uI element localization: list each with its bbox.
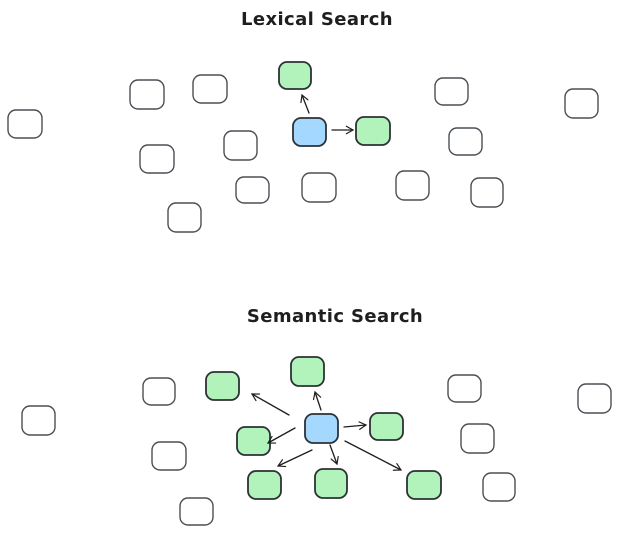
document-box — [223, 130, 258, 161]
lexical-search-title: Lexical Search — [241, 9, 393, 30]
relevance-arrow — [343, 421, 368, 430]
document-box — [235, 176, 270, 204]
document-box — [7, 109, 43, 139]
relevance-arrow — [344, 440, 403, 471]
document-box — [577, 383, 612, 414]
match-box — [355, 116, 391, 146]
match-box — [205, 371, 240, 401]
relevance-arrow — [250, 393, 290, 416]
arrows-layer — [250, 93, 403, 471]
relevance-arrow — [300, 93, 310, 114]
semantic-search-title: Semantic Search — [246, 306, 424, 327]
relevance-arrow — [266, 427, 296, 444]
match-box — [314, 468, 348, 499]
document-box — [151, 441, 187, 471]
document-box — [192, 74, 228, 104]
query-box — [304, 413, 339, 444]
match-box — [278, 61, 312, 90]
document-box — [482, 472, 516, 502]
document-box — [470, 177, 504, 208]
match-box — [369, 412, 404, 441]
document-box — [448, 127, 483, 156]
nodes-layer — [7, 61, 612, 526]
document-box — [301, 172, 337, 203]
relevance-arrow — [312, 390, 322, 411]
document-box — [142, 377, 176, 406]
match-box — [236, 426, 271, 456]
document-box — [129, 79, 165, 110]
match-box — [247, 470, 282, 500]
query-box — [292, 117, 327, 147]
document-box — [167, 202, 202, 233]
document-box — [447, 374, 482, 403]
document-box — [564, 88, 599, 119]
relevance-arrow — [329, 444, 339, 466]
relevance-arrow — [276, 449, 313, 468]
document-box — [179, 497, 214, 526]
document-box — [395, 170, 430, 201]
match-box — [290, 356, 325, 387]
document-box — [434, 77, 469, 106]
match-box — [406, 470, 442, 500]
document-box — [139, 144, 175, 174]
document-box — [460, 423, 495, 454]
document-box — [21, 405, 56, 436]
